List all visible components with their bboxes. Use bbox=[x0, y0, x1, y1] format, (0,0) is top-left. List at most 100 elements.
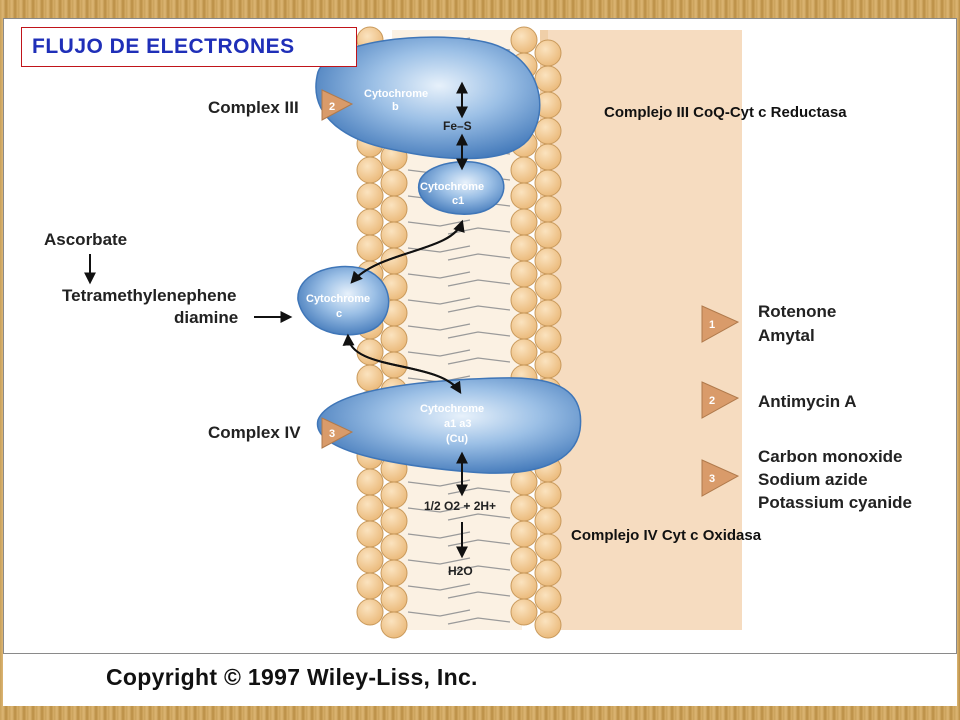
lipid-tail bbox=[407, 297, 471, 305]
lipid-tail bbox=[407, 609, 471, 617]
lipid-tail bbox=[407, 583, 471, 591]
inhibitor-antimycin: Antimycin A bbox=[758, 392, 857, 411]
lipid-head bbox=[356, 468, 384, 496]
cytochrome-a-sub: a1 a3 bbox=[444, 418, 472, 430]
lipid-tail bbox=[447, 253, 511, 261]
lipid-head bbox=[380, 325, 408, 353]
lipid-head bbox=[380, 507, 408, 535]
lipid-head bbox=[534, 351, 562, 379]
complex-iii-label: Complex III bbox=[208, 98, 299, 117]
site-marker-complex-iii: 2 bbox=[321, 89, 354, 121]
inhibitor-amytal: Amytal bbox=[758, 326, 815, 345]
tmpd-label-line2: diamine bbox=[174, 308, 238, 327]
lipid-tail bbox=[447, 357, 511, 365]
lipid-tail bbox=[407, 479, 471, 487]
inhibitor-sodium-azide: Sodium azide bbox=[758, 470, 868, 489]
lipid-head bbox=[356, 234, 384, 262]
lipid-head bbox=[534, 611, 562, 639]
cytochrome-b-label: Cytochrome bbox=[364, 88, 428, 100]
lipid-head bbox=[534, 559, 562, 587]
inhibitor-potassium-cyanide: Potassium cyanide bbox=[758, 493, 912, 512]
complex-iv-annotation: Complejo IV Cyt c Oxidasa bbox=[571, 527, 762, 544]
lipid-head bbox=[380, 559, 408, 587]
ascorbate-label: Ascorbate bbox=[44, 230, 127, 249]
inhibitor-site-number: 3 bbox=[709, 473, 715, 485]
inhibitor-rotenone: Rotenone bbox=[758, 302, 836, 321]
cytochrome-c1-protein bbox=[417, 160, 505, 215]
oxygen-equation: 1/2 O2 + 2H+ bbox=[424, 499, 496, 513]
lipid-tail bbox=[447, 539, 511, 547]
lipid-head bbox=[534, 507, 562, 535]
lipid-head bbox=[510, 182, 538, 210]
lipid-head bbox=[534, 65, 562, 93]
lipid-head bbox=[534, 299, 562, 327]
lipid-head bbox=[534, 117, 562, 145]
lipid-head bbox=[510, 598, 538, 626]
complex-iii-annotation: Complejo III CoQ-Cyt c Reductasa bbox=[604, 104, 847, 121]
lipid-head bbox=[380, 221, 408, 249]
lipid-head bbox=[510, 338, 538, 366]
lipid-tail bbox=[407, 531, 471, 539]
lipid-tail bbox=[447, 279, 511, 287]
lipid-head bbox=[534, 221, 562, 249]
lipid-head bbox=[356, 598, 384, 626]
site-marker-complex-iv: 3 bbox=[321, 417, 354, 449]
inhibitor-marker-3: 3 bbox=[701, 459, 740, 497]
lipid-head bbox=[510, 286, 538, 314]
lipid-head bbox=[356, 546, 384, 574]
lipid-tail bbox=[447, 591, 511, 599]
lipid-head bbox=[534, 481, 562, 509]
inhibitor-site-number: 1 bbox=[709, 319, 715, 331]
cytochrome-c1-sub: c1 bbox=[452, 195, 464, 207]
lipid-head bbox=[534, 169, 562, 197]
inhibitor-marker-2: 2 bbox=[701, 381, 740, 419]
lipid-tail bbox=[447, 565, 511, 573]
fe-s-label: Fe–S bbox=[443, 119, 472, 133]
site-marker-number: 2 bbox=[329, 101, 335, 113]
lipid-head bbox=[380, 169, 408, 197]
lipid-tail bbox=[447, 331, 511, 339]
lipid-tail bbox=[407, 349, 471, 357]
lipid-head bbox=[356, 364, 384, 392]
lipid-head bbox=[356, 182, 384, 210]
cytochrome-a-copper: (Cu) bbox=[446, 433, 468, 445]
lipid-tail bbox=[447, 513, 511, 521]
lipid-head bbox=[356, 494, 384, 522]
lipid-tail bbox=[407, 557, 471, 565]
electron-flow-arrows bbox=[84, 81, 468, 559]
lipid-head bbox=[534, 533, 562, 561]
lipid-head bbox=[510, 260, 538, 288]
cytochrome-a-label: Cytochrome bbox=[420, 403, 484, 415]
lipid-head bbox=[380, 533, 408, 561]
lipid-head bbox=[510, 312, 538, 340]
lipid-head bbox=[510, 546, 538, 574]
page-title: FLUJO DE ELECTRONES bbox=[21, 27, 357, 67]
cytochrome-c-protein bbox=[297, 265, 390, 336]
water-label: H2O bbox=[448, 564, 473, 578]
lipid-head bbox=[380, 195, 408, 223]
lipid-tail bbox=[407, 505, 471, 513]
inhibitor-site-number: 2 bbox=[709, 395, 715, 407]
lipid-head bbox=[534, 39, 562, 67]
lipid-head bbox=[356, 208, 384, 236]
lipid-head bbox=[510, 572, 538, 600]
lipid-head bbox=[534, 325, 562, 353]
lipid-head bbox=[510, 520, 538, 548]
lipid-head bbox=[510, 156, 538, 184]
lipid-tail bbox=[407, 271, 471, 279]
tmpd-label-line1: Tetramethylenephene bbox=[62, 286, 236, 305]
lipid-head bbox=[356, 156, 384, 184]
lipid-head bbox=[534, 247, 562, 275]
cytochrome-c1-label: Cytochrome bbox=[420, 181, 484, 193]
lipid-tail bbox=[447, 617, 511, 625]
cytochrome-b-sub: b bbox=[392, 101, 399, 113]
copyright-band bbox=[3, 654, 957, 706]
lipid-head bbox=[534, 143, 562, 171]
lipid-head bbox=[356, 520, 384, 548]
lipid-head bbox=[356, 572, 384, 600]
complex-iv-label: Complex IV bbox=[208, 423, 301, 442]
inhibitor-marker-1: 1 bbox=[701, 305, 740, 343]
lipid-head bbox=[534, 195, 562, 223]
lipid-head bbox=[534, 273, 562, 301]
lipid-tail bbox=[447, 305, 511, 313]
